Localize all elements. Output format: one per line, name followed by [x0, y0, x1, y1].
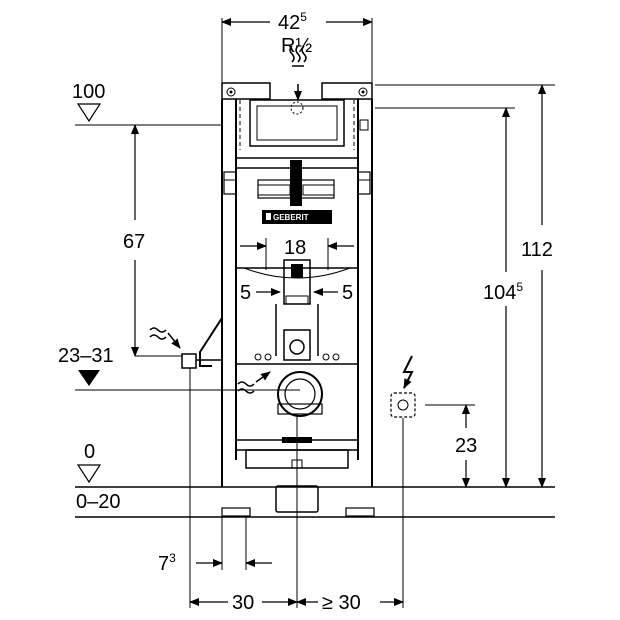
water-connection-label: R½ — [281, 35, 312, 57]
dim-height-112: 112 — [521, 239, 553, 261]
dim-level-100: 100 — [72, 81, 105, 103]
water-icon — [289, 45, 307, 63]
logo-text: GEBERIT — [273, 213, 309, 222]
level-100-marker — [76, 103, 102, 123]
dim-right-5: 5 — [342, 282, 353, 304]
dim-bottom-right-30: ≥ 30 — [322, 592, 361, 614]
reference-lines — [75, 84, 555, 518]
dim-socket-height: 23 — [455, 435, 477, 457]
dim-leg-offset: 73 — [158, 551, 176, 575]
electric-icon — [402, 355, 414, 389]
dim-frame-width: 425 — [278, 10, 307, 34]
dim-width-18: 18 — [284, 237, 306, 259]
dimension-lines — [131, 18, 546, 608]
utility-symbols — [149, 45, 416, 418]
wastewater-icon — [237, 372, 270, 394]
level-23-31-marker — [78, 370, 100, 386]
water-inlet-icon — [149, 327, 180, 348]
installation-frame: GEBERIT — [181, 82, 375, 517]
level-markers — [76, 103, 102, 484]
level-0-marker — [76, 464, 102, 484]
geberit-logo — [262, 210, 332, 224]
power-socket — [390, 392, 416, 418]
dimension-labels: 425 R½ 100 67 112 1045 18 5 5 23–31 0 0–… — [58, 10, 553, 614]
dim-floor-range: 0–20 — [76, 491, 121, 513]
dim-left-5: 5 — [240, 282, 251, 304]
dim-height-67: 67 — [123, 231, 145, 253]
dim-bottom-left-30: 30 — [232, 592, 254, 614]
dim-height-104-5: 1045 — [483, 280, 523, 304]
dim-floor-level: 0 — [84, 441, 95, 463]
dim-drain-height: 23–31 — [58, 345, 114, 367]
